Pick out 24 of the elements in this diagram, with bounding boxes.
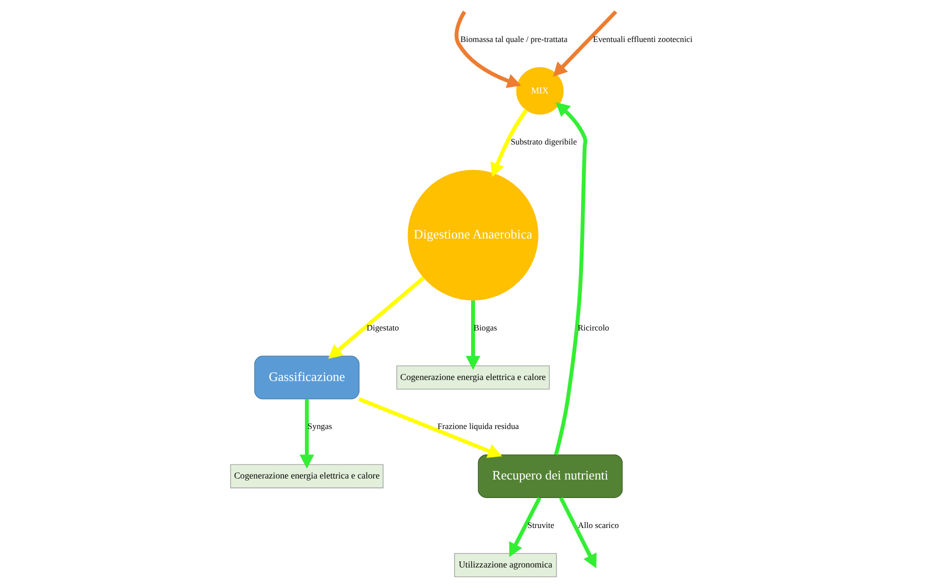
- node-box: Cogenerazione energia elettrica e calore: [230, 464, 384, 488]
- arrow: [454, 10, 522, 88]
- arrow: [490, 108, 528, 177]
- node-box: Cogenerazione energia elettrica e calore: [396, 366, 550, 390]
- node-circle: Digestione Anaerobica: [408, 170, 538, 300]
- edge-label: Digestato: [366, 322, 399, 332]
- edge-label: Biomassa tal quale / pre-trattata: [460, 34, 568, 44]
- arrow: [509, 496, 542, 558]
- arrow: [553, 10, 618, 77]
- arrow: [300, 399, 314, 469]
- edge-label: Substrato digeribile: [510, 136, 577, 146]
- arrow: [466, 300, 480, 370]
- edge-label: Allo scarico: [578, 520, 619, 530]
- edge-label: Frazione liquida residua: [438, 421, 519, 432]
- node-box: Gassificazione: [254, 356, 360, 400]
- arrow: [328, 276, 425, 359]
- edge-label: Struvite: [528, 520, 554, 530]
- arrow: [559, 496, 597, 568]
- edge-label: Eventuali effluenti zootecnici: [593, 34, 693, 44]
- arrow: [358, 397, 502, 458]
- node-box: Utilizzazione agronomica: [454, 553, 557, 578]
- node-circle: MIX: [516, 67, 564, 115]
- node-box: Recupero dei nutrienti: [478, 454, 623, 498]
- arrow: [554, 102, 588, 456]
